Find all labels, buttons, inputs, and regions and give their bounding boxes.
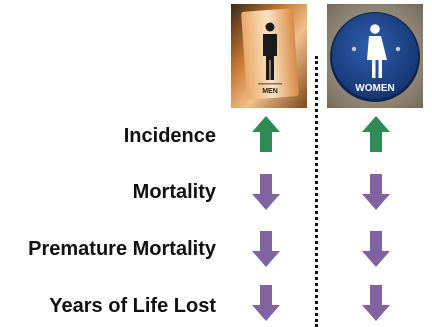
women-sign-image: WOMEN: [327, 4, 423, 108]
down-arrow-shape: [362, 174, 390, 210]
row-label-mortality: Mortality: [132, 181, 216, 203]
up-arrow-shape: [252, 116, 280, 152]
men-mortality-down-arrow-icon: [251, 173, 281, 211]
woman-restroom-sign-icon: WOMEN: [327, 4, 423, 108]
down-arrow-shape: [252, 174, 280, 210]
men-sign-image: MEN: [231, 4, 307, 108]
down-arrow-shape: [362, 231, 390, 267]
column-divider: [315, 56, 318, 327]
women-incidence-up-arrow-icon: [361, 115, 391, 153]
men-premature-mortality-down-arrow-icon: [251, 230, 281, 268]
row-label-incidence: Incidence: [123, 125, 216, 147]
row-label-years-of-life-lost: Years of Life Lost: [49, 295, 216, 317]
men-years-of-life-lost-down-arrow-icon: [251, 284, 281, 322]
man-restroom-sign-icon: MEN: [231, 4, 307, 108]
row-label-premature-mortality: Premature Mortality: [28, 238, 216, 260]
up-arrow-shape: [362, 116, 390, 152]
down-arrow-shape: [252, 231, 280, 267]
men-sign-label: MEN: [262, 88, 278, 95]
women-sign-label: WOMEN: [355, 83, 394, 94]
down-arrow-shape: [252, 285, 280, 321]
down-arrow-shape: [362, 285, 390, 321]
men-incidence-up-arrow-icon: [251, 115, 281, 153]
women-mortality-down-arrow-icon: [361, 173, 391, 211]
women-years-of-life-lost-down-arrow-icon: [361, 284, 391, 322]
women-premature-mortality-down-arrow-icon: [361, 230, 391, 268]
